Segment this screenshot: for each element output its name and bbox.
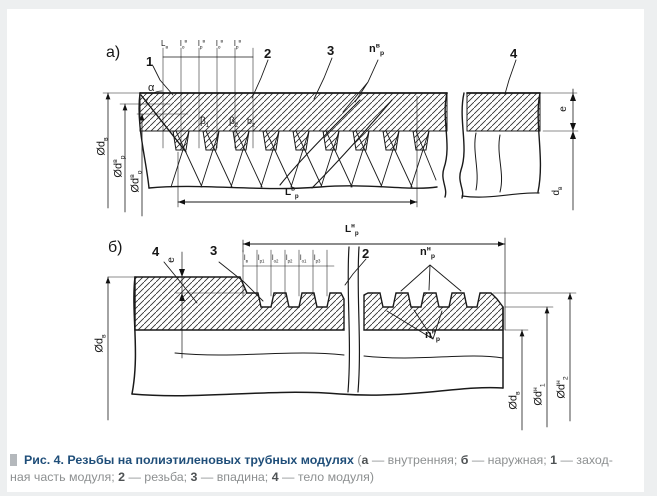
dim-label-chain-b-1: lр1 <box>258 255 265 264</box>
caption-text: ная часть модуля; <box>10 469 119 484</box>
dim-label-chain-b-2: lо2 <box>272 255 279 264</box>
dim-label-chain-a-3: lов <box>216 39 224 51</box>
callout-1: 1 <box>146 54 154 69</box>
angle-beta1-label: β1 <box>200 116 210 129</box>
caption-text: — впадина; <box>197 469 272 484</box>
dim-label-chain-b-3: lр2 <box>286 255 293 264</box>
view-a-internal-thread <box>102 47 579 217</box>
entry-chamfer-a <box>140 94 187 153</box>
pipe-wall-a <box>139 92 448 132</box>
helix-arcs-a <box>279 99 393 189</box>
dia-bore-b-label: Ødв <box>507 391 522 410</box>
dim-label-chain-a-1: lов <box>180 39 188 51</box>
caption-key-3: 3 <box>190 469 198 484</box>
caption-key-4: 4 <box>271 469 279 484</box>
dim-label-chain-b-0: lв <box>244 255 248 264</box>
dim-right-a <box>542 88 579 211</box>
thread-length-a-label: Lвр <box>285 185 299 200</box>
caption-key-2: 2 <box>118 469 126 484</box>
view-a-label: а) <box>106 44 121 61</box>
n-threads-b-top-label: nнр <box>420 245 436 261</box>
caption-text: — внутренняя; <box>368 453 461 467</box>
caption-text: — тело модуля) <box>278 469 374 484</box>
n-threads-b-bottom-label: nнр <box>425 328 441 344</box>
dim-label-chain-b-5: lр3 <box>314 255 321 264</box>
caption-text: — резьба; <box>125 469 191 484</box>
pipe-wall-a2 <box>466 92 541 132</box>
figure-panel <box>7 9 644 492</box>
leaders-b <box>163 258 462 340</box>
caption-text: — заход- <box>557 453 613 467</box>
caption-title: Рис. 4. Резьбы на полиэтиленовых трубных… <box>24 453 354 467</box>
dim-label-chain-a-2: lрв <box>198 39 206 51</box>
dim-dv-a-label: dв <box>551 186 564 196</box>
n-threads-a-label: nвр <box>369 42 385 58</box>
angle-alpha-label: α <box>148 82 155 94</box>
dim-b2-label: b2 <box>247 116 256 129</box>
view-b-external-thread <box>105 237 577 431</box>
dim-e-a-label: e <box>558 106 569 112</box>
thread-teeth-a <box>172 130 430 151</box>
thread-length-b-label: Lнр <box>345 222 359 237</box>
view-b-label: б) <box>108 239 123 256</box>
dim-e-b-label: e <box>166 257 177 263</box>
dim-label-chain-a-0: Lв <box>161 39 169 51</box>
dia-left-b-label: Ødв <box>93 334 108 353</box>
dia-root-a-label: Ødво <box>128 170 144 193</box>
caption-marker <box>10 454 17 466</box>
callout-4-a: 4 <box>510 46 518 61</box>
dia-root-b-label: Ødн1 <box>531 383 547 406</box>
caption-text: — наружная; <box>468 453 551 467</box>
caption-key-1: 1 <box>550 453 558 467</box>
pipe-wall-b-right <box>363 292 504 331</box>
figure-caption: Рис. 4. Резьбы на полиэтиленовых трубных… <box>10 452 652 485</box>
callout-4-b: 4 <box>152 244 160 259</box>
dim-label-chain-b-4: lо1 <box>300 255 307 264</box>
pipe-wall-b-left <box>134 276 345 331</box>
dia-thread-a-label: Ødвр <box>111 155 127 178</box>
callout-2-a: 2 <box>264 46 272 61</box>
leaders-a <box>152 57 517 113</box>
dim-length-b <box>242 237 506 331</box>
callout-3-b: 3 <box>210 243 218 258</box>
caption-key-a: а <box>361 453 369 467</box>
dim-chain-a <box>162 47 254 149</box>
callout-3-a: 3 <box>327 43 335 58</box>
dim-lines-b <box>105 276 577 431</box>
angle-beta2-label: β2 <box>229 116 239 129</box>
callout-2-b: 2 <box>362 246 370 261</box>
dim-length-a <box>177 95 418 208</box>
dim-chain-b <box>242 249 335 297</box>
dim-label-chain-a-4: lрв <box>234 39 242 51</box>
dia-outer-a-label: Ødв <box>95 137 110 156</box>
dia-crest-b-label: Ødн2 <box>554 376 570 399</box>
helix-lines-a <box>170 130 437 188</box>
caption-key-b: б <box>460 453 469 467</box>
dim-lines-left-a <box>102 92 189 217</box>
technical-drawing <box>102 47 579 431</box>
dim-e-b <box>175 251 250 359</box>
caption-text: ( <box>353 453 362 467</box>
